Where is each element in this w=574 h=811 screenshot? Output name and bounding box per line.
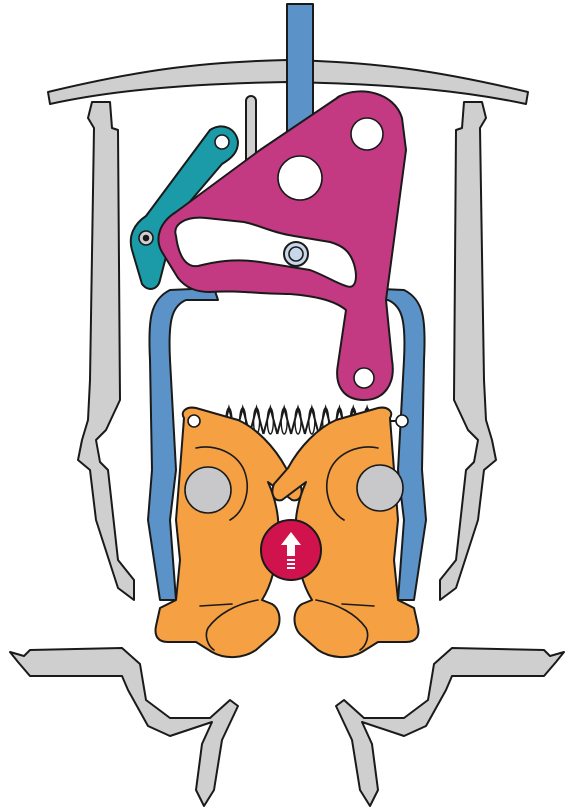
lower-left-housing (10, 648, 238, 806)
spring-left-eye (188, 415, 200, 427)
latch-top-hole (215, 135, 229, 149)
direction-indicator (261, 520, 321, 580)
spring-coil (277, 408, 291, 434)
lower-housing (10, 648, 564, 806)
spring-coil-loop (295, 408, 301, 434)
lever-upper-hole (351, 118, 383, 150)
spring-coil-loop (267, 408, 273, 434)
spring-coil-loop (281, 408, 287, 434)
spring-coil (263, 408, 277, 434)
latch-pivot-center (144, 236, 149, 241)
rod-pin-inner (289, 247, 303, 261)
spring-coil (305, 408, 319, 434)
spring-right-eye (396, 415, 408, 427)
left-jaw-pivot (185, 467, 231, 513)
main-lever (158, 91, 406, 400)
housing-left-wall (78, 102, 134, 600)
lever-center-hole (278, 156, 322, 200)
lever-lower-hole (354, 368, 374, 388)
right-jaw-pivot (357, 465, 403, 511)
spring-coil-loop (309, 408, 315, 434)
housing-right-wall (440, 102, 496, 600)
spring-coil (291, 408, 305, 434)
lower-right-housing (336, 648, 564, 806)
